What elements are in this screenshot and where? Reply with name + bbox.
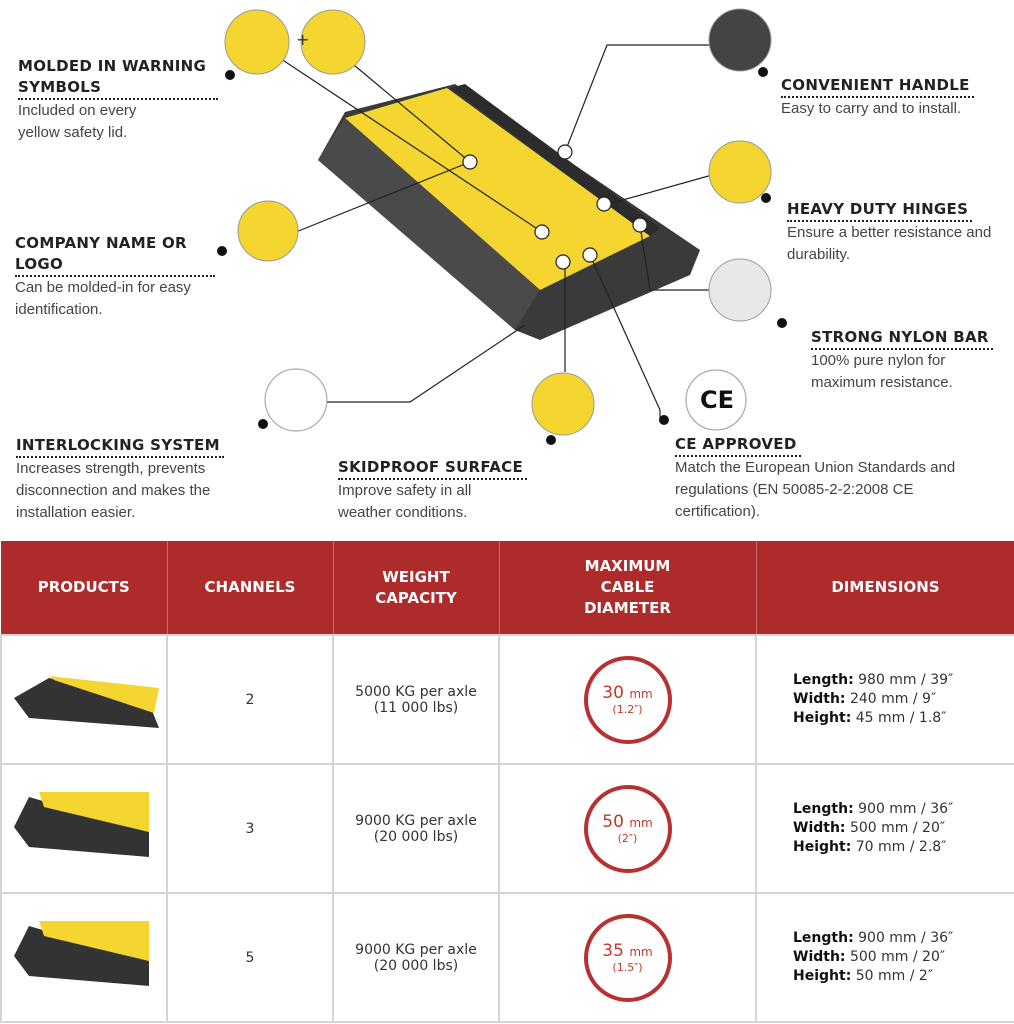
weight-cell: 9000 KG per axle(20 000 lbs) (332, 763, 500, 894)
handle-icon (708, 8, 772, 72)
skidproof-icon (531, 372, 595, 436)
diameter-ring: 30 mm(1.2″) (583, 655, 672, 744)
product-image (0, 634, 168, 765)
dimensions-cell: Length: 980 mm / 39″ Width: 240 mm / 9″ … (755, 634, 1014, 765)
product-diagram (217, 8, 787, 445)
hinge-icon (708, 140, 772, 204)
logo-lid-icon (237, 200, 299, 262)
warning-symbol-icon (300, 9, 366, 75)
detail-images (224, 8, 772, 436)
header-dimensions: DIMENSIONS (756, 541, 1014, 635)
product-image (0, 763, 168, 894)
plus-sign: + (296, 30, 310, 49)
table-row: 5 9000 KG per axle(20 000 lbs) 35 mm(1.5… (0, 892, 1014, 1023)
nylon-icon (708, 258, 772, 322)
ce-icon (685, 369, 747, 431)
dimensions-cell: Length: 900 mm / 36″ Width: 500 mm / 20″… (755, 892, 1014, 1023)
channels-cell: 3 (166, 763, 334, 894)
header-products: PRODUCTS (1, 541, 168, 635)
dimensions-cell: Length: 900 mm / 36″ Width: 500 mm / 20″… (755, 763, 1014, 894)
diameter-ring: 35 mm(1.5″) (583, 913, 672, 1002)
channels-cell: 5 (166, 892, 334, 1023)
diameter-cell: 30 mm(1.2″) (498, 634, 757, 765)
interlock-icon (264, 368, 328, 432)
ce-mark: CE (700, 386, 735, 414)
weight-cell: 5000 KG per axle(11 000 lbs) (332, 634, 500, 765)
table-row: 3 9000 KG per axle(20 000 lbs) 50 mm(2″)… (0, 763, 1014, 894)
cable-protector-image (318, 84, 700, 340)
header-channels: CHANNELS (167, 541, 334, 635)
product-image (0, 892, 168, 1023)
callout-markers (462, 144, 648, 270)
table-row: 2 5000 KG per axle(11 000 lbs) 30 mm(1.2… (0, 634, 1014, 765)
diameter-cell: 50 mm(2″) (498, 763, 757, 894)
dot-markers (217, 67, 787, 445)
diameter-ring: 50 mm(2″) (583, 784, 672, 873)
channels-cell: 2 (166, 634, 334, 765)
warning-symbol-icon (224, 9, 290, 75)
header-weight: WEIGHT CAPACITY (333, 541, 500, 635)
product-table: PRODUCTS CHANNELS WEIGHT CAPACITY MAXIMU… (0, 541, 1014, 1023)
weight-cell: 9000 KG per axle(20 000 lbs) (332, 892, 500, 1023)
diameter-cell: 35 mm(1.5″) (498, 892, 757, 1023)
table-header: PRODUCTS CHANNELS WEIGHT CAPACITY MAXIMU… (1, 541, 1014, 635)
header-diameter: MAXIMUM CABLE DIAMETER (499, 541, 757, 635)
